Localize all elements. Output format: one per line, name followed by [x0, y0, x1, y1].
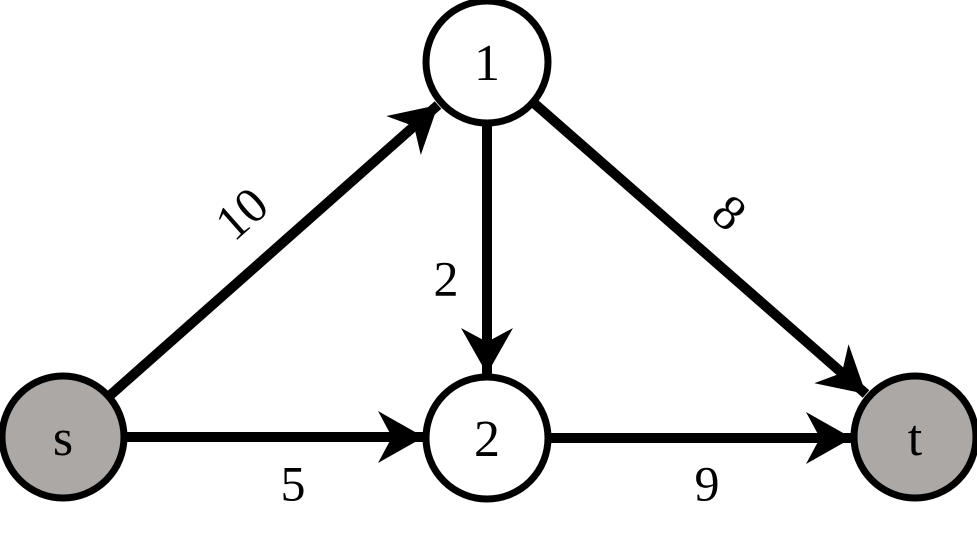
node-1: 1: [422, 0, 552, 127]
edge-weight-s-1: 10: [204, 176, 279, 251]
edge-weight-1-t: 8: [702, 183, 758, 242]
node-s-label: s: [53, 410, 73, 467]
edge-weight-s-2: 5: [281, 456, 306, 512]
edge-weight-2-t: 9: [695, 456, 720, 512]
edge-weight-1-2: 2: [434, 251, 459, 307]
edge-1-t: [483, 58, 870, 398]
node-1-circle: [422, 0, 552, 127]
node-t: t: [850, 372, 977, 502]
node-2-circle: [422, 373, 552, 503]
node-2: 2: [422, 373, 552, 503]
edge-s-1: [59, 101, 442, 441]
node-t-circle: [850, 372, 977, 502]
node-s-circle: [0, 372, 128, 502]
node-t-label: t: [908, 410, 923, 467]
node-s: s: [0, 372, 128, 502]
node-1-label: 1: [474, 35, 500, 92]
node-2-label: 2: [474, 411, 500, 468]
